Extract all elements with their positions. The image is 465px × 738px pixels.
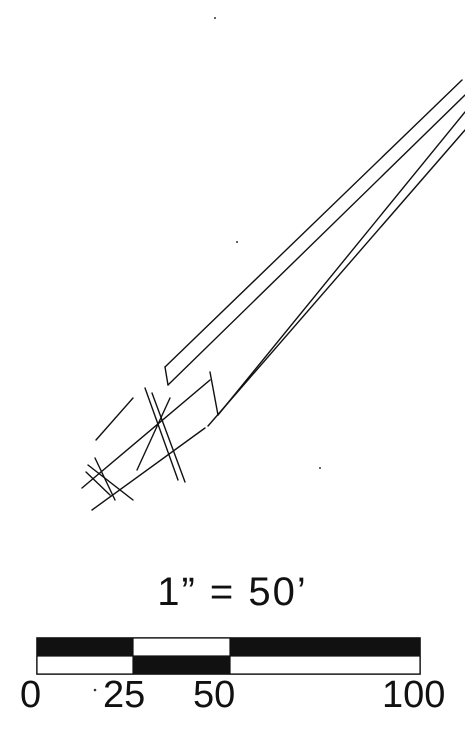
scale-tick-50: 50	[193, 674, 236, 716]
edge-line-outer	[207, 129, 465, 427]
tail-line-lower	[91, 427, 206, 511]
diag-stroke-b	[151, 392, 186, 483]
scale-bar	[36, 637, 421, 675]
x-mark-a	[87, 464, 134, 501]
scale-segment-bottom-1	[36, 655, 134, 675]
dot-mark	[214, 17, 216, 19]
bend-connector-right	[209, 371, 219, 416]
tail-line-upper	[81, 379, 211, 489]
scale-tick-25: 25	[103, 674, 146, 716]
edge-line-middle	[167, 94, 465, 386]
dot-mark	[93, 688, 97, 692]
scale-title: 1” = 50’	[157, 570, 308, 614]
edge-line-upper	[164, 79, 463, 368]
bend-connector	[164, 366, 169, 386]
scale-tick-100: 100	[382, 674, 446, 716]
x-mark-b	[94, 457, 116, 501]
diag-stroke-a	[144, 387, 179, 481]
cross-stroke	[136, 397, 171, 471]
edge-line-lower	[217, 111, 465, 416]
dot-mark	[236, 241, 238, 243]
scale-segment-bottom-3	[229, 655, 421, 675]
x-mark-c	[85, 471, 111, 496]
scale-tick-0: 0	[20, 674, 42, 716]
stroke-short-left	[95, 397, 134, 441]
scale-segment-top-2	[132, 637, 231, 657]
dot-mark	[319, 467, 321, 469]
scale-segment-top-1	[37, 638, 133, 656]
scale-segment-top-3	[230, 638, 420, 656]
scale-segment-bottom-2	[133, 656, 230, 674]
